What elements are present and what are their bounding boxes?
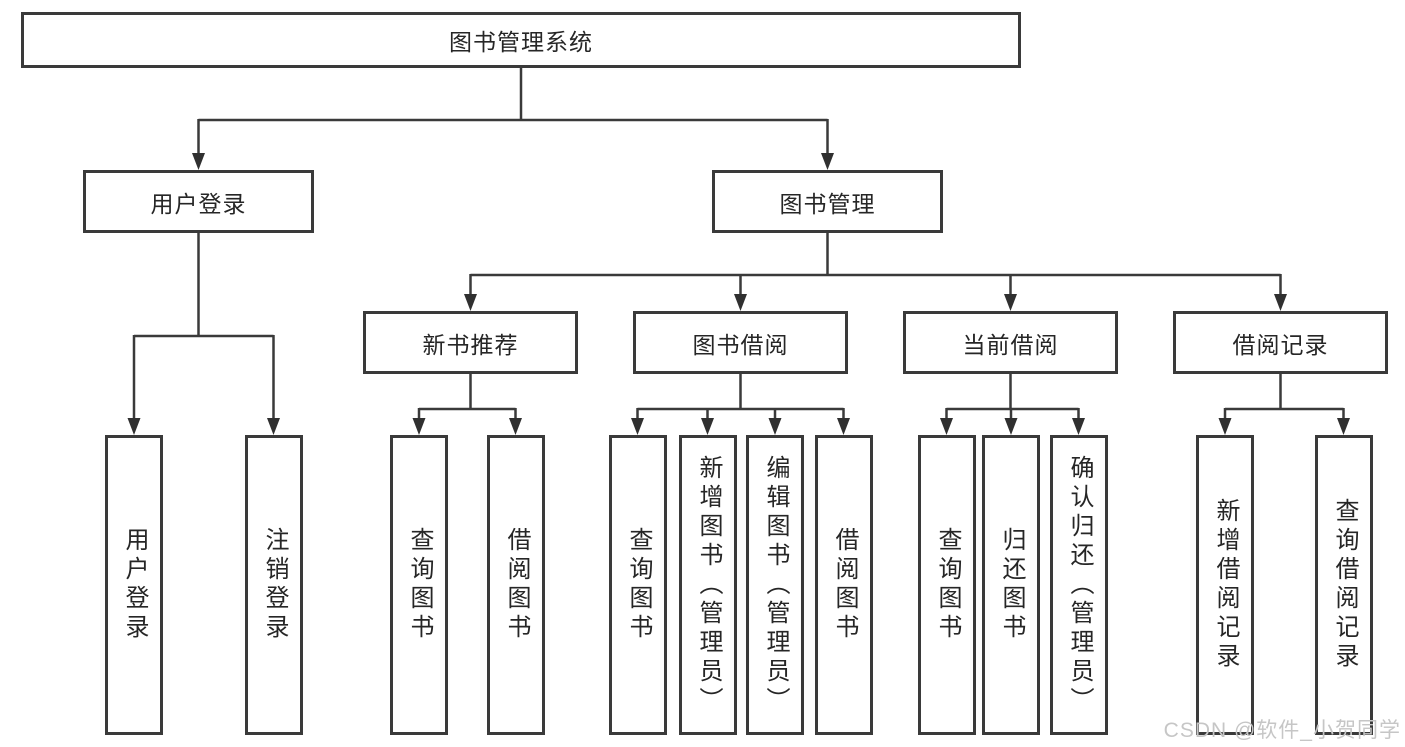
leaf-edit-book-admin: 编辑图书（管理员） bbox=[746, 435, 804, 735]
leaf-return-book: 归还图书 bbox=[982, 435, 1040, 735]
leaf-query-book-1: 查询图书 bbox=[390, 435, 448, 735]
leaf-query-book-2: 查询图书 bbox=[609, 435, 667, 735]
node-borrow-records: 借阅记录 bbox=[1173, 311, 1388, 374]
leaf-add-borrow-record: 新增借阅记录 bbox=[1196, 435, 1254, 735]
leaf-query-book-3: 查询图书 bbox=[918, 435, 976, 735]
node-new-book-recommend: 新书推荐 bbox=[363, 311, 578, 374]
leaf-confirm-return-admin: 确认归还（管理员） bbox=[1050, 435, 1108, 735]
node-book-management: 图书管理 bbox=[712, 170, 943, 233]
node-book-borrow: 图书借阅 bbox=[633, 311, 848, 374]
node-current-borrow: 当前借阅 bbox=[903, 311, 1118, 374]
arrowheads bbox=[127, 153, 1350, 435]
node-user-login: 用户登录 bbox=[83, 170, 314, 233]
leaf-user-login: 用户登录 bbox=[105, 435, 163, 735]
leaf-borrow-book-2: 借阅图书 bbox=[815, 435, 873, 735]
node-root-system: 图书管理系统 bbox=[21, 12, 1021, 68]
csdn-watermark: CSDN @软件_小贺同学 bbox=[1163, 719, 1401, 742]
leaf-borrow-book-1: 借阅图书 bbox=[487, 435, 545, 735]
leaf-query-borrow-record: 查询借阅记录 bbox=[1315, 435, 1373, 735]
leaf-logout: 注销登录 bbox=[245, 435, 303, 735]
leaf-add-book-admin: 新增图书（管理员） bbox=[679, 435, 737, 735]
